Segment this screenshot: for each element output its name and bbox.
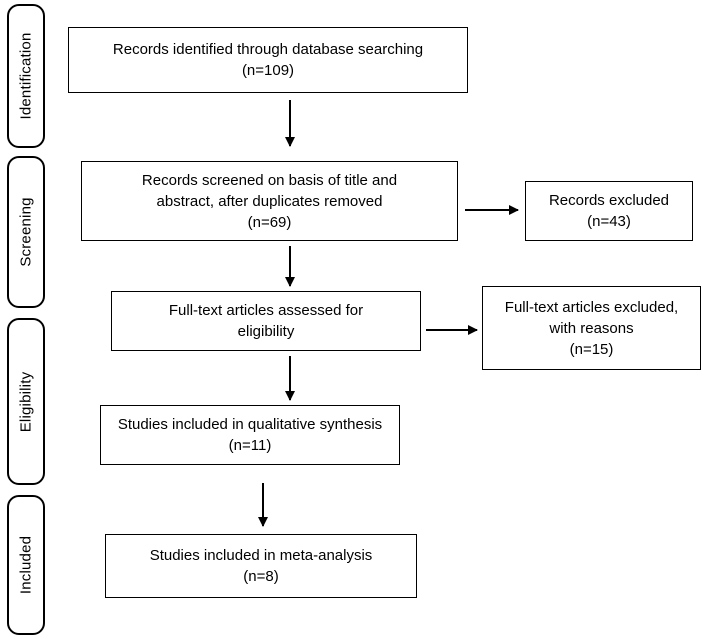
box-records-identified-count: (n=109) — [241, 62, 295, 79]
box-fulltext-excluded-line2: with reasons — [549, 319, 634, 337]
box-records-screened-line1: Records screened on basis of title and — [141, 171, 398, 189]
box-qualitative-synthesis-count: (n=11) — [228, 437, 272, 454]
stage-identification: Identification — [7, 4, 45, 148]
box-meta-analysis: Studies included in meta-analysis (n=8) — [105, 534, 417, 598]
stage-eligibility: Eligibility — [7, 318, 45, 485]
box-qualitative-synthesis-line1: Studies included in qualitative synthesi… — [117, 416, 383, 433]
box-qualitative-synthesis: Studies included in qualitative synthesi… — [100, 405, 400, 465]
box-fulltext-assessed-line1: Full-text articles assessed for — [168, 302, 364, 319]
box-records-excluded-count: (n=43) — [587, 213, 631, 230]
box-records-excluded-line1: Records excluded — [548, 192, 670, 209]
box-meta-analysis-line1: Studies included in meta-analysis — [149, 547, 373, 564]
box-fulltext-assessed: Full-text articles assessed for eligibil… — [111, 291, 421, 351]
box-fulltext-excluded: Full-text articles excluded, with reason… — [482, 286, 701, 370]
box-records-screened: Records screened on basis of title and a… — [81, 161, 458, 241]
box-records-excluded: Records excluded (n=43) — [525, 181, 693, 241]
box-records-identified: Records identified through database sear… — [68, 27, 468, 93]
box-fulltext-assessed-line2: eligibility — [237, 323, 295, 340]
box-records-screened-count: (n=69) — [247, 213, 292, 231]
box-fulltext-excluded-count: (n=15) — [569, 340, 614, 358]
box-fulltext-excluded-line1: Full-text articles excluded, — [504, 298, 679, 316]
stage-screening: Screening — [7, 156, 45, 308]
stage-included: Included — [7, 495, 45, 635]
box-meta-analysis-count: (n=8) — [243, 568, 279, 585]
box-records-screened-line2: abstract, after duplicates removed — [156, 192, 383, 210]
box-records-identified-line1: Records identified through database sear… — [112, 41, 424, 58]
